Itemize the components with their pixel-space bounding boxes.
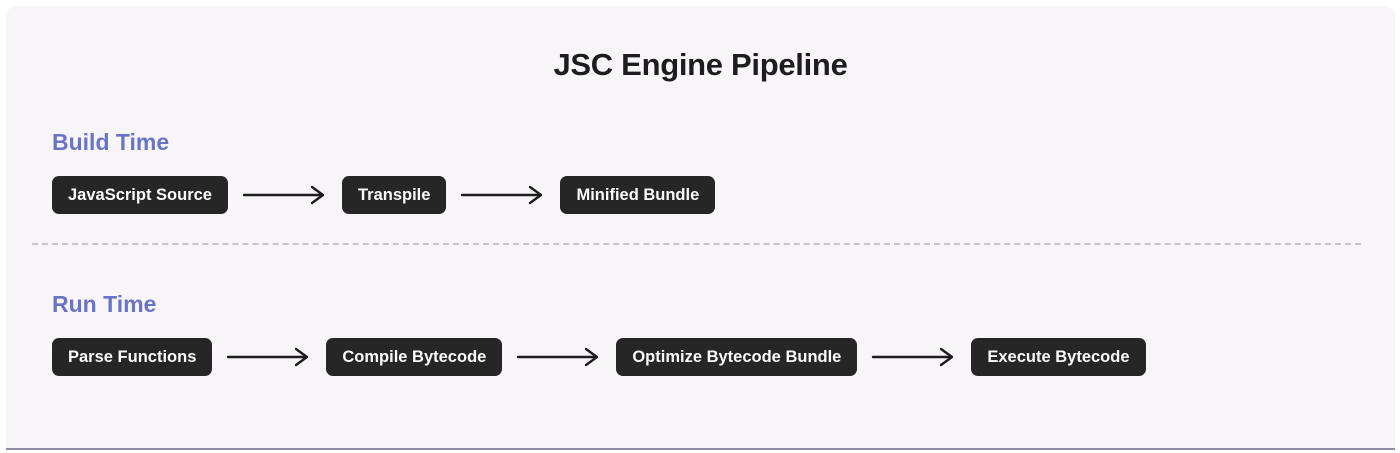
arrow-right-icon: [227, 347, 309, 367]
node-row: Parse Functions Compile Bytecode Optimize …: [52, 338, 1375, 376]
arrow-right-icon: [517, 347, 599, 367]
arrow-right-icon: [461, 185, 543, 205]
section-divider-dashed: [32, 243, 1361, 245]
section-label-build-time: Build Time: [52, 129, 170, 155]
node-box: Optimize Bytecode Bundle: [616, 338, 858, 376]
node-box: Execute Bytecode: [971, 338, 1146, 376]
arrow-right-icon: [242, 185, 325, 205]
node-box: Parse Functions: [52, 338, 213, 376]
arrow-right-icon: [872, 347, 954, 367]
node-box: Transpile: [342, 176, 447, 214]
node-box: Compile Bytecode: [326, 338, 503, 376]
node-box: Minified Bundle: [560, 176, 716, 214]
node-box: JavaScript Source: [52, 176, 228, 214]
diagram-title: JSC Engine Pipeline: [553, 47, 848, 82]
section-label-run-time: Run Time: [52, 291, 157, 317]
node-row: JavaScript Source Transpile Minified Bundl…: [52, 176, 1375, 214]
